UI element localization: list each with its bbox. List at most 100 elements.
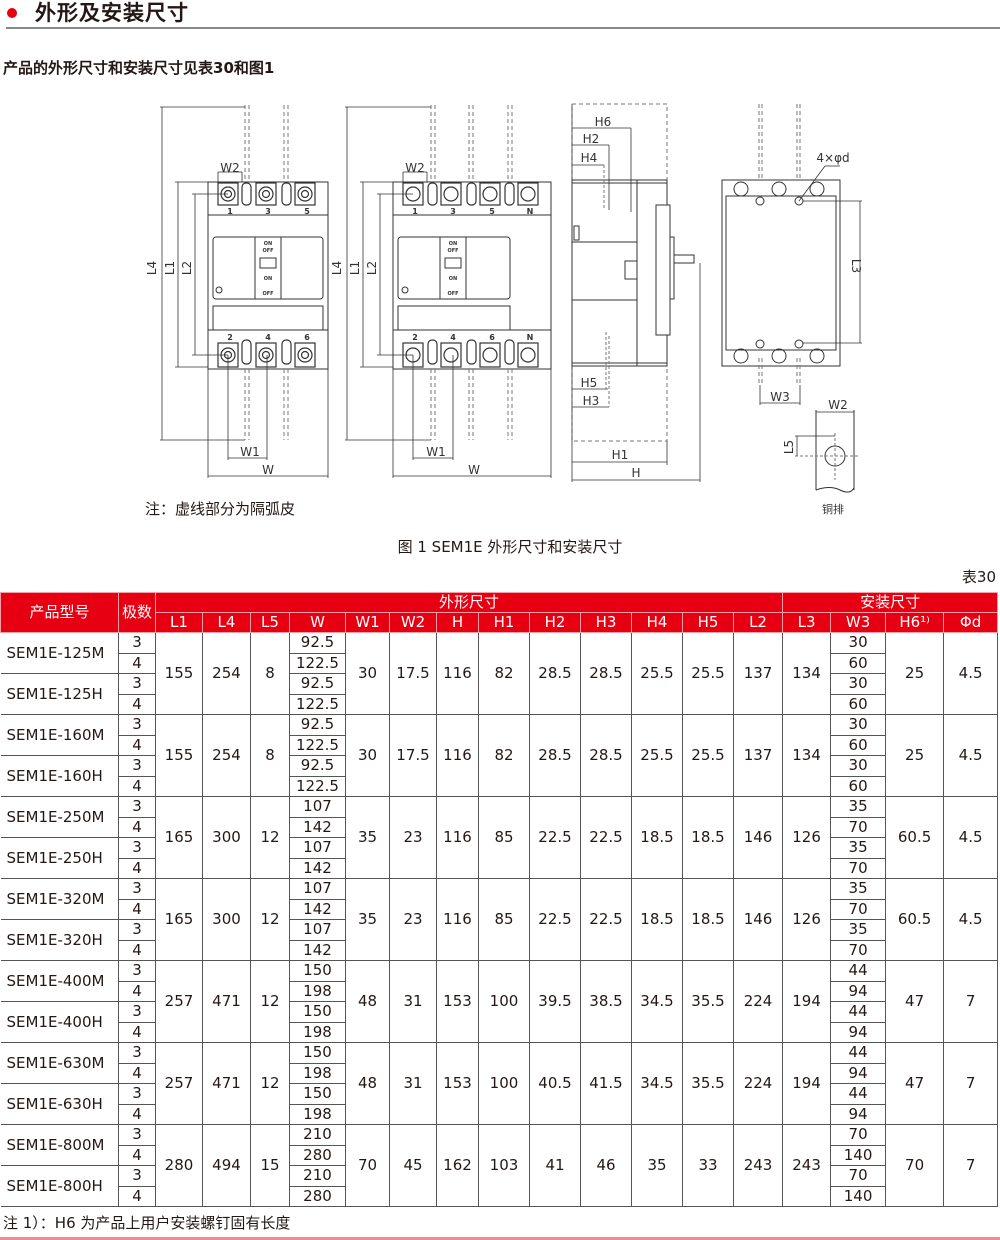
header-col: W xyxy=(289,612,346,633)
cell-l2: 137 xyxy=(732,632,784,715)
poles-cell: 3 xyxy=(118,1165,156,1187)
cell-l1: 280 xyxy=(155,1124,203,1207)
cell-h6: 60.5 xyxy=(885,878,945,961)
poles-cell: 4 xyxy=(118,734,156,756)
header-col: H4 xyxy=(631,612,683,633)
cell-h1: 100 xyxy=(478,960,530,1043)
poles-cell: 4 xyxy=(118,652,156,674)
cell-w: 280 xyxy=(289,1185,346,1207)
header-col: H6¹⁾ xyxy=(885,612,945,633)
cell-h1: 82 xyxy=(478,632,530,715)
cell-w: 92.5 xyxy=(289,755,346,777)
cell-w: 107 xyxy=(289,837,346,859)
cell-l3: 134 xyxy=(782,632,832,715)
cell-w: 92.5 xyxy=(289,673,346,695)
cell-h: 116 xyxy=(436,632,479,715)
cell-h6: 60.5 xyxy=(885,796,945,879)
svg-text:3: 3 xyxy=(450,207,456,216)
svg-text:L4: L4 xyxy=(330,261,344,275)
cell-w: 107 xyxy=(289,878,346,900)
bullet-icon xyxy=(7,8,17,18)
cell-w2: 31 xyxy=(389,1042,437,1125)
svg-text:OFF: OFF xyxy=(447,248,458,254)
svg-text:W1: W1 xyxy=(240,445,260,459)
cell-l1: 165 xyxy=(155,878,203,961)
cell-l1: 165 xyxy=(155,796,203,879)
svg-text:5: 5 xyxy=(489,207,495,216)
cell-h3: 28.5 xyxy=(580,632,632,715)
cell-d: 7 xyxy=(943,1124,999,1207)
svg-text:L5: L5 xyxy=(782,440,796,454)
poles-cell: 4 xyxy=(118,939,156,961)
cell-w3: 35 xyxy=(830,796,887,818)
cell-w3: 35 xyxy=(830,878,887,900)
bottom-divider xyxy=(0,1237,1000,1240)
cell-w: 142 xyxy=(289,816,346,838)
svg-text:ON: ON xyxy=(264,241,272,247)
cell-d: 4.5 xyxy=(943,878,999,961)
cell-w: 210 xyxy=(289,1124,346,1146)
poles-cell: 4 xyxy=(118,1103,156,1125)
cell-w3: 70 xyxy=(830,857,887,879)
svg-text:ON: ON xyxy=(449,276,457,282)
header-col: W1 xyxy=(345,612,390,633)
cell-w3: 70 xyxy=(830,898,887,920)
cell-l3: 134 xyxy=(782,714,832,797)
cell-h5: 33 xyxy=(682,1124,734,1207)
cell-h3: 28.5 xyxy=(580,714,632,797)
cell-h6: 25 xyxy=(885,632,945,715)
svg-text:H: H xyxy=(631,466,640,480)
table-footnote: 注 1）：H6 为产品上用户安装螺钉固有长度 xyxy=(3,1214,291,1232)
svg-text:1: 1 xyxy=(412,207,418,216)
cell-l3: 243 xyxy=(782,1124,832,1207)
cell-w3: 35 xyxy=(830,919,887,941)
cell-d: 4.5 xyxy=(943,632,999,715)
poles-cell: 3 xyxy=(118,796,156,818)
cell-w3: 70 xyxy=(830,1124,887,1146)
header-col: W2 xyxy=(389,612,437,633)
cell-l5: 12 xyxy=(250,796,290,879)
cell-l4: 471 xyxy=(202,960,251,1043)
poles-cell: 4 xyxy=(118,693,156,715)
cell-w1: 70 xyxy=(345,1124,390,1207)
cell-w1: 30 xyxy=(345,714,390,797)
cell-w: 150 xyxy=(289,960,346,982)
poles-cell: 4 xyxy=(118,775,156,797)
svg-text:H4: H4 xyxy=(581,151,598,165)
cell-l3: 126 xyxy=(782,878,832,961)
cell-h2: 22.5 xyxy=(529,796,581,879)
model-cell: SEM1E-160M xyxy=(0,714,119,756)
cell-l5: 8 xyxy=(250,632,290,715)
cell-h: 153 xyxy=(436,960,479,1043)
cell-w: 122.5 xyxy=(289,734,346,756)
header-col: Φd xyxy=(943,612,999,633)
mounting-view: 4×φd L3 W3 xyxy=(721,104,863,405)
cell-h5: 35.5 xyxy=(682,1042,734,1125)
svg-text:6: 6 xyxy=(489,333,495,342)
svg-text:4×φd: 4×φd xyxy=(816,151,849,165)
cell-w3: 70 xyxy=(830,816,887,838)
header-col: L5 xyxy=(250,612,290,633)
model-cell: SEM1E-400M xyxy=(0,960,119,1002)
cell-h5: 18.5 xyxy=(682,878,734,961)
cell-w: 142 xyxy=(289,898,346,920)
cell-l3: 126 xyxy=(782,796,832,879)
cell-w: 92.5 xyxy=(289,714,346,736)
figure-caption: 图 1 SEM1E 外形尺寸和安装尺寸 xyxy=(397,538,623,556)
poles-cell: 4 xyxy=(118,980,156,1002)
svg-text:L3: L3 xyxy=(849,259,863,273)
svg-text:H1: H1 xyxy=(612,448,629,462)
header-col: L1 xyxy=(155,612,203,633)
svg-text:ON: ON xyxy=(449,241,457,247)
cell-w2: 17.5 xyxy=(389,632,437,715)
cell-l2: 224 xyxy=(732,960,784,1043)
cell-w: 122.5 xyxy=(289,775,346,797)
